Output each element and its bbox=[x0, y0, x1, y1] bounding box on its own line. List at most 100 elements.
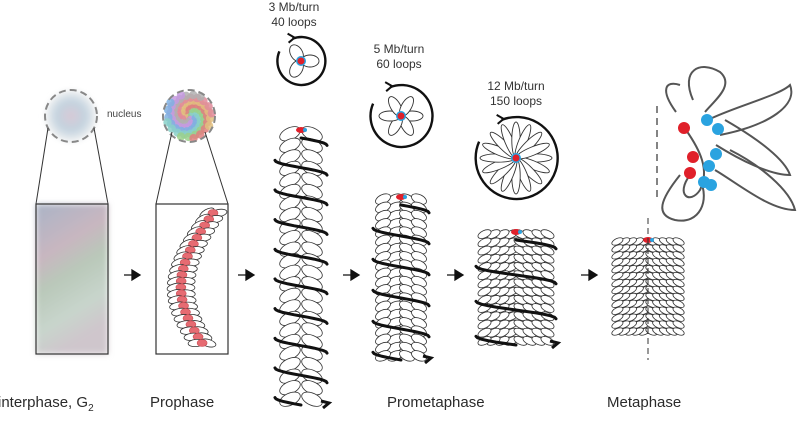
chromatin-loop-detail bbox=[661, 174, 705, 222]
interphase-nucleus bbox=[44, 89, 98, 143]
chromatin-blob bbox=[167, 124, 176, 133]
helical-scaffold bbox=[273, 136, 329, 407]
chromatin-loop bbox=[540, 229, 555, 239]
chromatin-blob bbox=[176, 132, 186, 141]
axis-top-red bbox=[396, 194, 406, 200]
chromatin-loop bbox=[540, 295, 555, 305]
chromatin-blob bbox=[189, 90, 198, 100]
chromatin-loop-detail bbox=[715, 119, 792, 177]
axis-top-red bbox=[296, 127, 306, 133]
chromatin-loop bbox=[477, 286, 492, 297]
condensin-blue-marker bbox=[701, 114, 713, 126]
prophase-nucleus bbox=[162, 89, 216, 143]
arrow-3 bbox=[343, 268, 361, 282]
prometaphase-column-late bbox=[474, 229, 562, 350]
chromatin-blob bbox=[166, 98, 175, 107]
chromatin-loop bbox=[611, 320, 624, 329]
chromatin-loop bbox=[611, 244, 624, 253]
prometaphase-column-mid bbox=[371, 193, 435, 365]
arrow-2 bbox=[238, 268, 256, 282]
stage-label-prophase: Prophase bbox=[150, 394, 215, 411]
stage-label-interphase: interphase, G2 bbox=[0, 395, 94, 414]
arrow-5 bbox=[581, 268, 599, 282]
chromatin-loop bbox=[611, 258, 624, 267]
folding-loops-3: 150 loops bbox=[489, 94, 543, 108]
folding-loops-1: 40 loops bbox=[271, 15, 317, 29]
rotation-arrowhead bbox=[287, 32, 297, 44]
chromatin-loop bbox=[540, 336, 555, 346]
chromatin-loop bbox=[411, 350, 427, 362]
nucleus-label: nucleus bbox=[107, 109, 142, 120]
chromatin-loop bbox=[672, 278, 685, 288]
chromatin-loop bbox=[477, 237, 492, 248]
spiral-arrowhead bbox=[549, 339, 562, 350]
axis-top-red bbox=[511, 229, 521, 235]
rosette-center-red bbox=[397, 112, 405, 120]
chromatin-loop bbox=[477, 319, 492, 330]
chromatin-loop bbox=[672, 306, 685, 315]
axis-top-blue bbox=[303, 128, 307, 132]
condensin-blue-marker bbox=[705, 179, 717, 191]
rosette-center-red bbox=[512, 154, 520, 162]
rotation-arc bbox=[474, 115, 559, 201]
chromatin-loop bbox=[477, 229, 492, 239]
interphase-zoom-lines bbox=[35, 127, 109, 205]
rosette-12mb bbox=[474, 114, 559, 201]
chromatin-loop bbox=[540, 327, 555, 338]
chromatin-loop-detail bbox=[711, 83, 793, 136]
condensin-blue-marker bbox=[710, 148, 722, 160]
helical-scaffold bbox=[371, 203, 431, 362]
rotation-arc bbox=[369, 83, 434, 149]
chromatin-loop bbox=[301, 391, 323, 407]
chromatin-loop bbox=[611, 306, 624, 315]
stage-label-prometaphase: Prometaphase bbox=[387, 394, 485, 411]
chromatin-loop bbox=[611, 265, 624, 274]
folding-label-1: 3 Mb/turn 40 loops bbox=[258, 0, 330, 30]
chromatin-loop bbox=[611, 292, 624, 302]
chromatin-loop bbox=[672, 292, 685, 302]
chromatin-loop bbox=[540, 319, 555, 330]
chromatin-loop bbox=[611, 251, 624, 260]
chromatin-loop bbox=[672, 299, 685, 308]
prophase-zoom-lines bbox=[155, 131, 229, 205]
rotation-arrowhead bbox=[496, 114, 506, 125]
chromatin-loop-detail bbox=[665, 82, 681, 113]
chromatin-loop bbox=[477, 311, 492, 322]
arrow-4 bbox=[447, 268, 465, 282]
chromatin-loop-detail bbox=[687, 66, 727, 113]
chromatin-loop bbox=[672, 237, 685, 246]
condensin-red-marker bbox=[678, 122, 690, 134]
chromatin-loop bbox=[672, 244, 685, 253]
folding-label-2: 5 Mb/turn 60 loops bbox=[363, 42, 435, 72]
condensin-blue-marker bbox=[703, 160, 715, 172]
chromatin-loop bbox=[540, 303, 555, 313]
axis-top-blue bbox=[403, 195, 407, 199]
rosette-center-red bbox=[297, 57, 305, 65]
prometaphase-column-early bbox=[273, 126, 333, 410]
chromatin-loop bbox=[611, 313, 624, 322]
chromatin-loop bbox=[672, 271, 685, 281]
axis-top-blue bbox=[650, 238, 654, 242]
chromatin-loop bbox=[672, 313, 685, 322]
chromatin-loop-detail bbox=[714, 149, 797, 212]
chromatin-loop bbox=[611, 299, 624, 308]
arrow-1 bbox=[124, 268, 142, 282]
chromatin-loop bbox=[611, 327, 624, 336]
chromatin-loop bbox=[611, 237, 624, 246]
folding-rate-2: 5 Mb/turn bbox=[373, 42, 425, 56]
folding-loops-2: 60 loops bbox=[376, 57, 422, 71]
axis-top-blue bbox=[518, 230, 522, 234]
folding-rate-1: 3 Mb/turn bbox=[268, 0, 320, 14]
chromatin-blob bbox=[204, 102, 213, 111]
chromatin-loop bbox=[611, 278, 624, 288]
chromatin-loop bbox=[399, 350, 415, 362]
helical-scaffold bbox=[474, 238, 558, 347]
chromatin-loop bbox=[672, 265, 685, 274]
interphase-zoom-box bbox=[35, 203, 109, 355]
chromatin-loop bbox=[672, 258, 685, 267]
chromatin-loop bbox=[540, 253, 555, 264]
folding-rate-3: 12 Mb/turn bbox=[487, 79, 545, 93]
chromatin-loop bbox=[611, 285, 624, 295]
